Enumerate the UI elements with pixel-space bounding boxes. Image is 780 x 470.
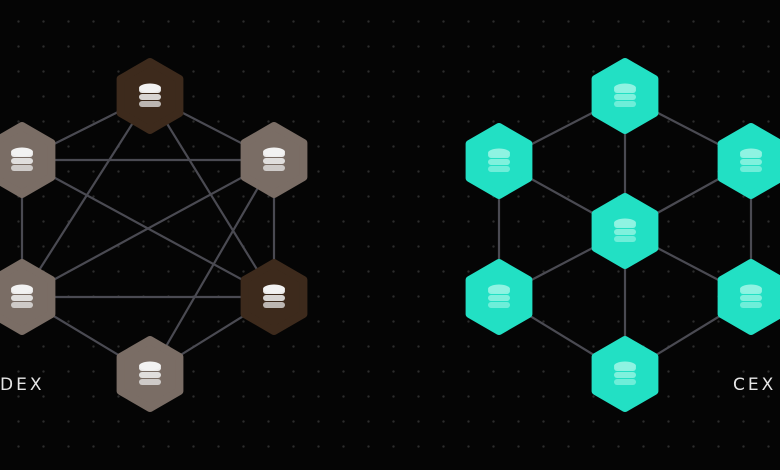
dex-node-d6 — [116, 336, 184, 412]
dex-node-d5 — [240, 259, 308, 335]
database-icon — [740, 148, 762, 172]
database-icon — [139, 361, 161, 385]
dex-node-d2 — [0, 122, 56, 198]
database-icon — [488, 284, 510, 308]
dex-edge-d1-d4 — [21, 95, 151, 298]
cex-node-c3 — [717, 123, 780, 199]
database-icon — [614, 218, 636, 242]
dex-edge-d3-d4 — [21, 159, 275, 298]
dex-edge-d1-d5 — [149, 95, 275, 298]
dex-label: DEX — [0, 375, 45, 395]
cex-node-c4 — [717, 259, 780, 335]
database-icon — [11, 284, 33, 308]
database-icon — [11, 147, 33, 171]
dex-node-d4 — [0, 259, 56, 335]
database-icon — [488, 148, 510, 172]
dex-node-d3 — [240, 122, 308, 198]
cex-node-c6 — [591, 336, 659, 412]
cex-label: CEX — [733, 375, 777, 395]
cex-node-c0 — [591, 193, 659, 269]
database-icon — [263, 284, 285, 308]
dex-node-d1 — [116, 58, 184, 134]
database-icon — [740, 284, 762, 308]
database-icon — [614, 83, 636, 107]
database-icon — [263, 147, 285, 171]
network-nodes — [0, 58, 780, 412]
database-icon — [139, 83, 161, 107]
cex-node-c5 — [465, 259, 533, 335]
dex-edge-d3-d6 — [149, 159, 275, 375]
cex-node-c2 — [465, 123, 533, 199]
cex-node-c1 — [591, 58, 659, 134]
database-icon — [614, 361, 636, 385]
